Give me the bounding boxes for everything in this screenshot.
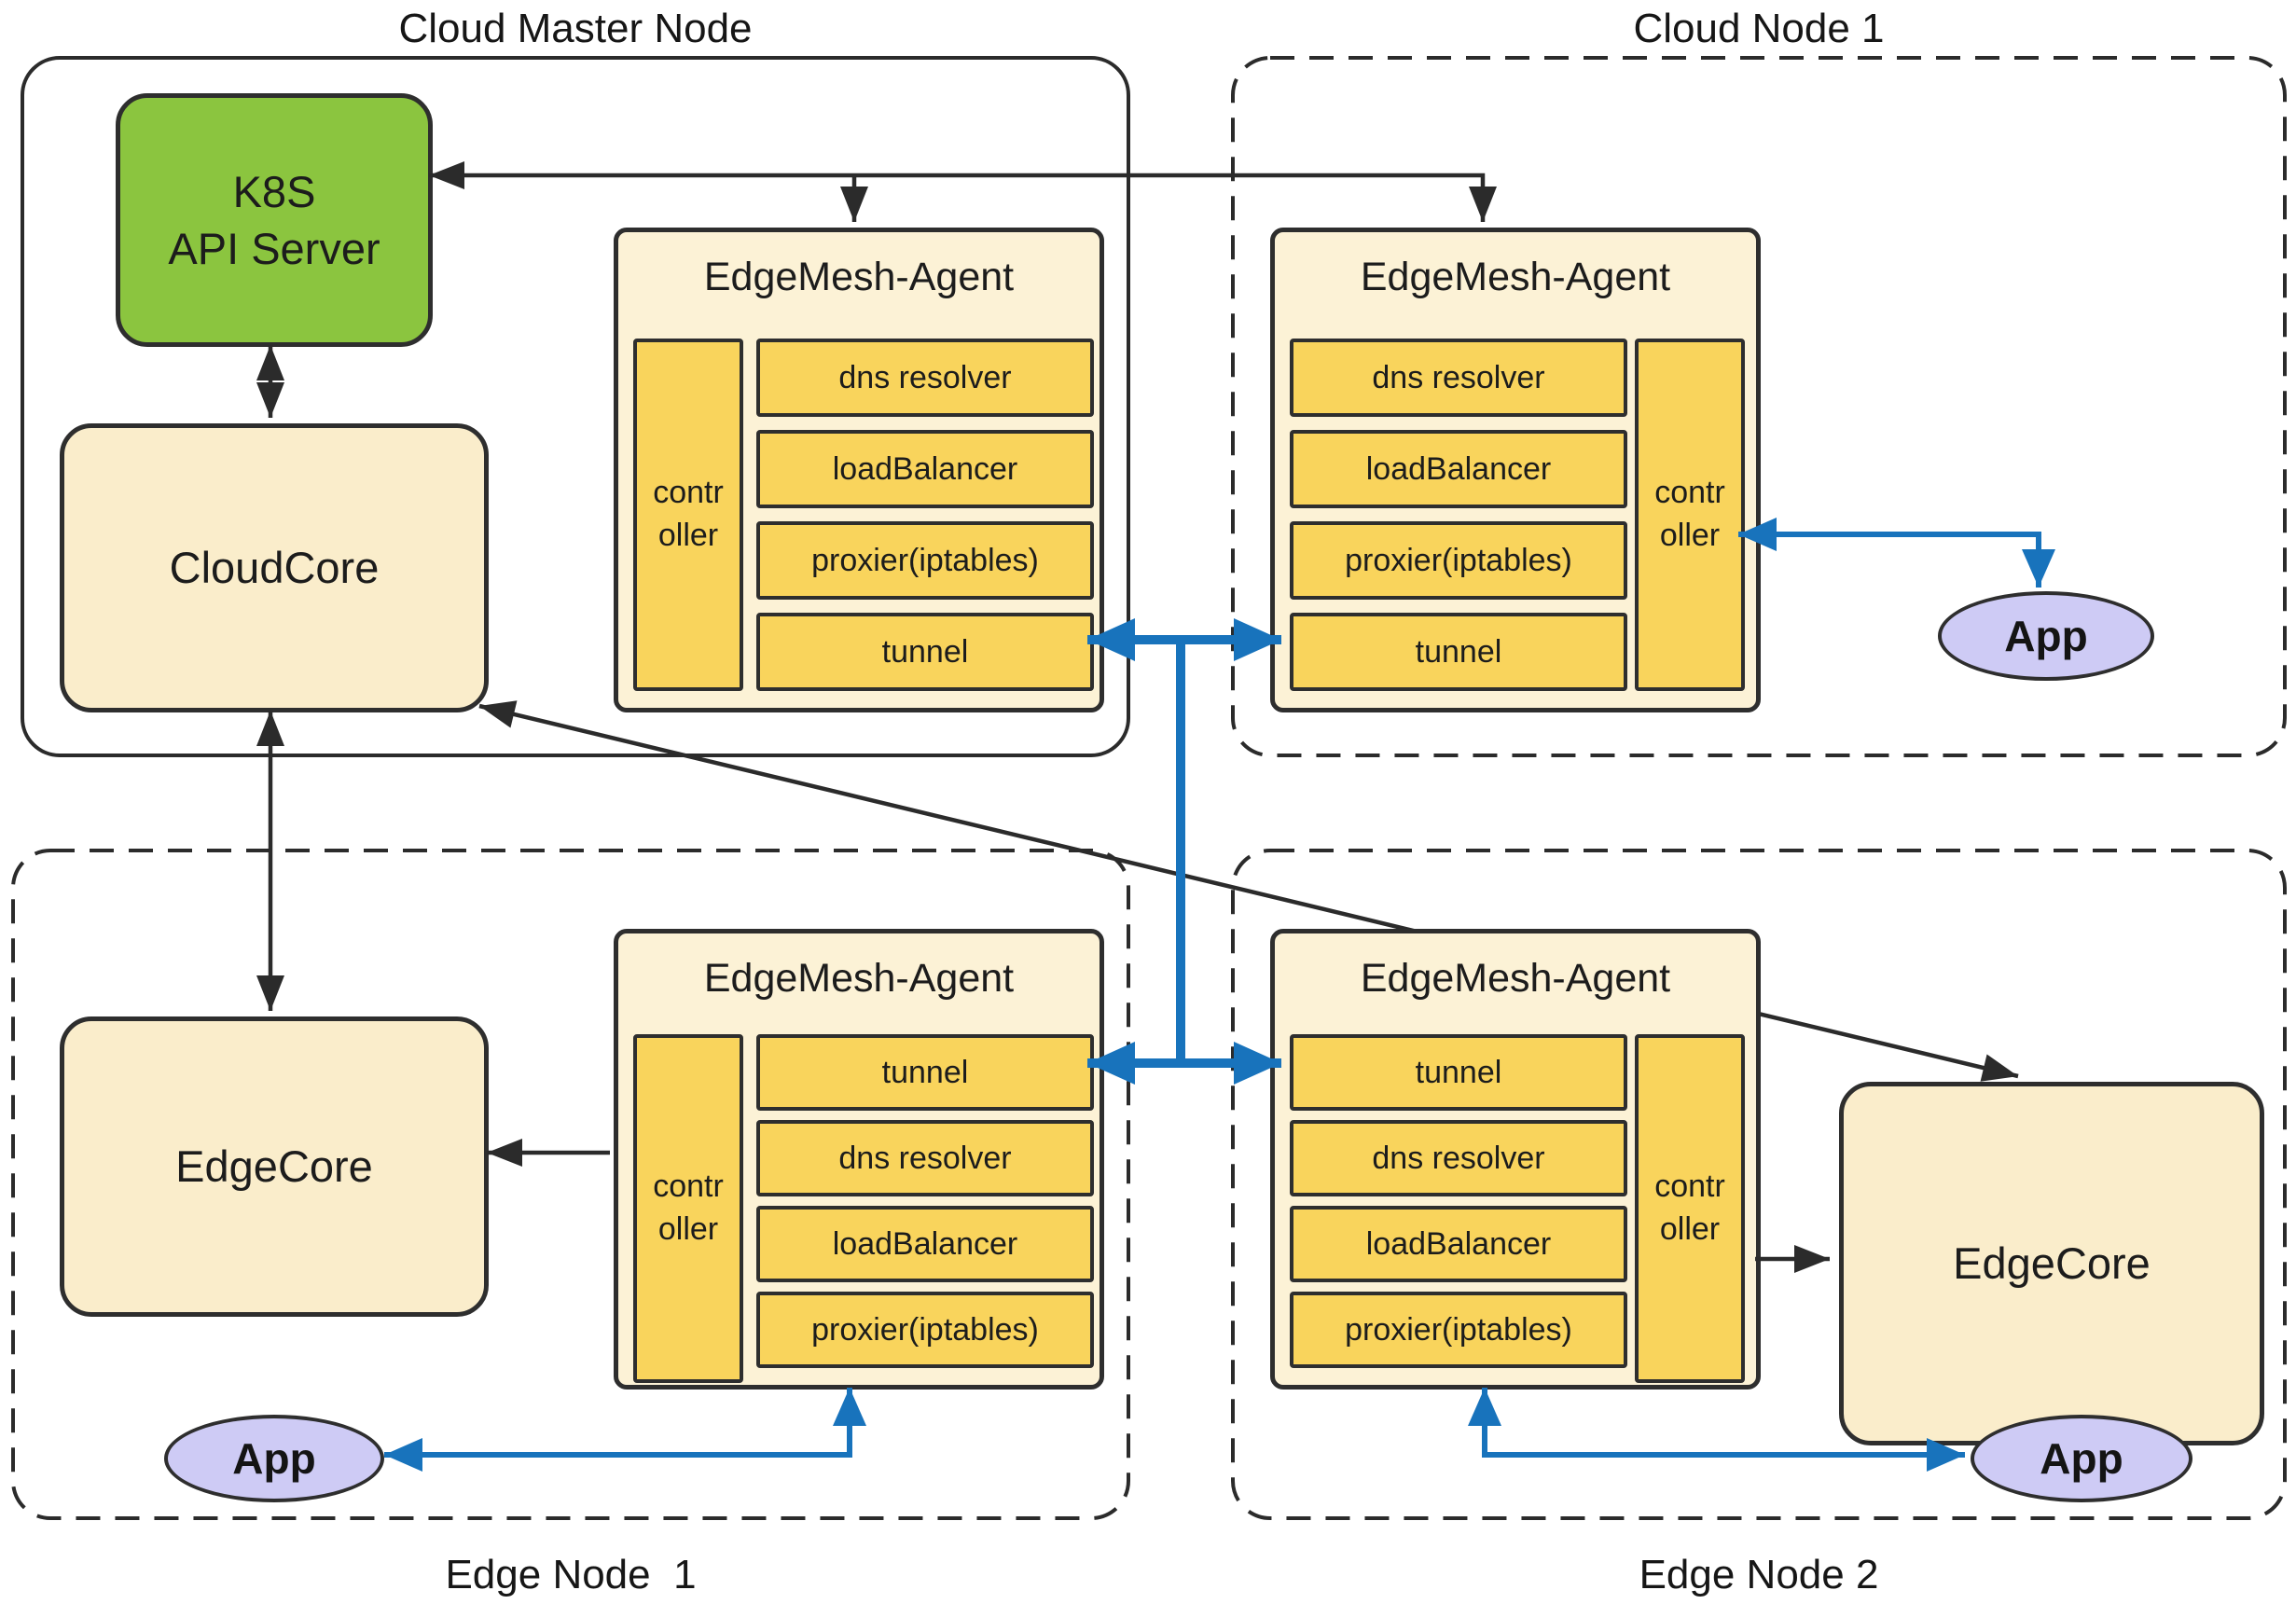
component-loadbalancer: loadBalancer bbox=[756, 1206, 1094, 1282]
component-proxier: proxier(iptables) bbox=[756, 1292, 1094, 1368]
controller-cell: contr oller bbox=[633, 339, 743, 691]
edgemesh-agent-edge-node-1: EdgeMesh-Agent contr oller tunnel dns re… bbox=[614, 929, 1104, 1390]
agent-title: EdgeMesh-Agent bbox=[703, 255, 1015, 299]
edgecore-box-edge-node-1: EdgeCore bbox=[60, 1016, 489, 1317]
edgemesh-agent-edge-node-2: EdgeMesh-Agent tunnel dns resolver loadB… bbox=[1270, 929, 1761, 1390]
agent-title: EdgeMesh-Agent bbox=[703, 956, 1015, 1001]
controller-text-top: contr bbox=[653, 1168, 724, 1205]
component-proxier: proxier(iptables) bbox=[756, 521, 1094, 600]
app-cloud-node-1: App bbox=[1938, 591, 2154, 681]
controller-text-top: contr bbox=[653, 475, 724, 511]
component-tunnel: tunnel bbox=[756, 1034, 1094, 1111]
component-dns-resolver: dns resolver bbox=[756, 339, 1094, 417]
cloudcore-text: CloudCore bbox=[169, 543, 380, 593]
cloud-node-1-label: Cloud Node 1 bbox=[1633, 6, 1885, 51]
agent-title: EdgeMesh-Agent bbox=[1360, 956, 1671, 1001]
controller-text-bottom: oller bbox=[1659, 518, 1721, 553]
controller-text-bottom: oller bbox=[657, 1211, 719, 1247]
edgemesh-agent-cloud-master: EdgeMesh-Agent contr oller dns resolver … bbox=[614, 228, 1104, 712]
app-edge-node-1: App bbox=[164, 1415, 384, 1502]
controller-cell: contr oller bbox=[1635, 1034, 1745, 1383]
k8s-api-server-box: K8S API Server bbox=[116, 93, 433, 347]
app-edge-node-2: App bbox=[1971, 1415, 2192, 1502]
app-text: App bbox=[2004, 612, 2088, 660]
controller-text-top: contr bbox=[1654, 1168, 1725, 1205]
controller-cell: contr oller bbox=[1635, 339, 1745, 691]
controller-text-bottom: oller bbox=[657, 518, 719, 553]
component-proxier: proxier(iptables) bbox=[1290, 521, 1627, 600]
agent-title: EdgeMesh-Agent bbox=[1360, 255, 1671, 299]
controller-text-top: contr bbox=[1654, 475, 1725, 511]
component-loadbalancer: loadBalancer bbox=[1290, 1206, 1627, 1282]
controller-text-bottom: oller bbox=[1659, 1211, 1721, 1247]
app-text: App bbox=[232, 1434, 316, 1483]
edgecore-text: EdgeCore bbox=[175, 1141, 373, 1192]
edgecore-box-edge-node-2: EdgeCore bbox=[1839, 1082, 2264, 1445]
cloudcore-box: CloudCore bbox=[60, 423, 489, 712]
arrow-cloudcore-edgecore2-diagonal bbox=[478, 700, 2019, 1082]
app-text: App bbox=[2040, 1434, 2123, 1483]
component-tunnel: tunnel bbox=[1290, 1034, 1627, 1111]
component-loadbalancer: loadBalancer bbox=[1290, 430, 1627, 508]
edge-node-2-label: Edge Node 2 bbox=[1639, 1552, 1879, 1597]
k8s-api-server-text: K8S API Server bbox=[168, 166, 380, 273]
edgecore-text: EdgeCore bbox=[1953, 1238, 2151, 1289]
edge-node-1-label: Edge Node 1 bbox=[445, 1552, 697, 1597]
component-tunnel: tunnel bbox=[756, 613, 1094, 691]
controller-cell: contr oller bbox=[633, 1034, 743, 1383]
component-dns-resolver: dns resolver bbox=[1290, 339, 1627, 417]
component-proxier: proxier(iptables) bbox=[1290, 1292, 1627, 1368]
component-tunnel: tunnel bbox=[1290, 613, 1627, 691]
component-dns-resolver: dns resolver bbox=[756, 1120, 1094, 1196]
edgemesh-agent-cloud-node-1: EdgeMesh-Agent dns resolver loadBalancer… bbox=[1270, 228, 1761, 712]
component-dns-resolver: dns resolver bbox=[1290, 1120, 1627, 1196]
cloud-master-node-label: Cloud Master Node bbox=[398, 6, 753, 51]
component-loadbalancer: loadBalancer bbox=[756, 430, 1094, 508]
